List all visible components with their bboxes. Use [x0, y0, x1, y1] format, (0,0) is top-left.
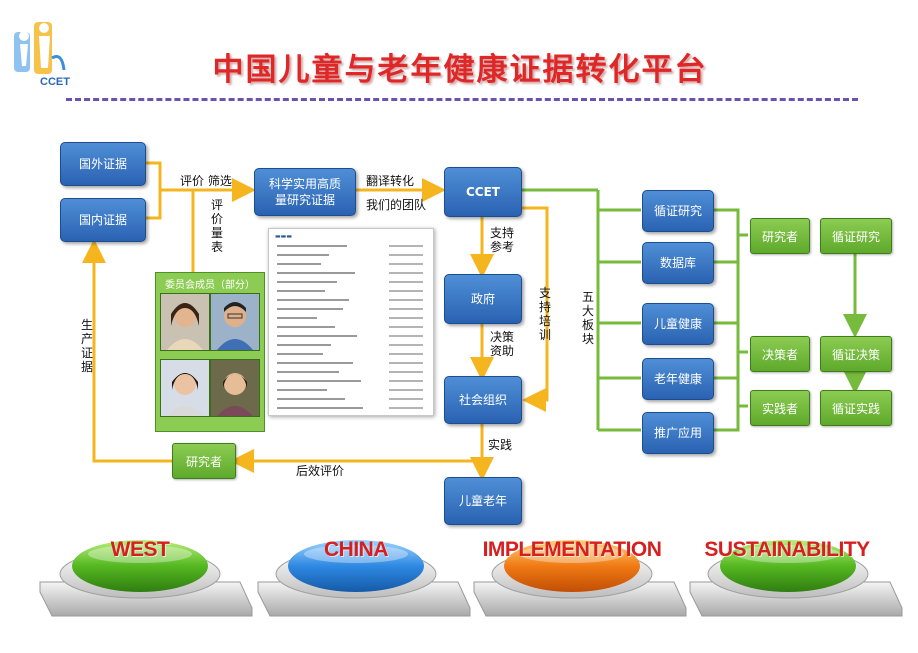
produce-evidence-label: 生产证据 [80, 318, 93, 374]
support-training-label: 支持培训 [538, 286, 551, 342]
social-organization-box: 社会组织 [444, 376, 522, 424]
document-row [277, 380, 423, 386]
ccet-box: CCET [444, 167, 522, 217]
sustainability-button-label: SUSTAINABILITY [704, 538, 870, 561]
implementation-button-label: IMPLEMENTATION [482, 538, 662, 561]
role-practitioner: 实践者 [750, 390, 810, 426]
document-row [277, 263, 423, 269]
west-button [39, 540, 253, 617]
translate-label: 翻译转化 [366, 174, 415, 188]
logo-text: CCET [40, 76, 70, 88]
government-box: 政府 [444, 274, 522, 324]
role-ebm-practice: 循证实践 [820, 390, 892, 426]
role-decision-maker: 决策者 [750, 336, 810, 372]
pillar-buttons-graphic [39, 540, 903, 617]
module-database: 数据库 [642, 242, 714, 284]
west-button-label: WEST [110, 538, 170, 561]
module-promotion: 推广应用 [642, 412, 714, 454]
document-row [277, 290, 423, 296]
module-elderly-health: 老年健康 [642, 358, 714, 400]
decision-fund-label: 决策资助 [489, 330, 514, 358]
committee-photo-2 [210, 293, 260, 351]
committee-panel: 委员会成员（部分） [155, 272, 265, 432]
five-modules-label: 五大板块 [581, 290, 594, 346]
committee-photo-1 [160, 293, 210, 351]
document-row [277, 335, 423, 341]
document-row [277, 299, 423, 305]
document-row [277, 317, 423, 323]
role-researcher: 研究者 [750, 218, 810, 254]
document-row [277, 398, 423, 404]
module-ebm-research: 循证研究 [642, 190, 714, 232]
practice-label: 实践 [488, 438, 513, 452]
role-ebm-research: 循证研究 [820, 218, 892, 254]
document-row [277, 362, 423, 368]
committee-photo-4 [210, 359, 260, 417]
module-child-health: 儿童健康 [642, 303, 714, 345]
china-button [257, 540, 471, 617]
committee-title: 委员会成员（部分） [165, 280, 255, 291]
page-title: 中国儿童与老年健康证据转化平台 [212, 52, 708, 88]
china-button-label: CHINA [324, 538, 389, 561]
children-elderly-box: 儿童老年 [444, 477, 522, 525]
followup-evaluation-label: 后效评价 [296, 464, 345, 478]
foreign-evidence-box: 国外证据 [60, 142, 146, 186]
evaluate-filter-label: 评价 筛选 [180, 174, 232, 188]
evaluation-form-label: 评价量表 [210, 198, 223, 254]
committee-photo-3 [160, 359, 210, 417]
document-header-icon: ▬▬▬ [275, 233, 293, 240]
ccet-logo-icon [14, 22, 66, 74]
document-row [277, 326, 423, 332]
document-row [277, 245, 423, 251]
implementation-button [473, 540, 687, 617]
document-row [277, 389, 423, 395]
role-ebm-decision: 循证决策 [820, 336, 892, 372]
team-label: 我们的团队 [366, 198, 427, 212]
support-reference-label: 支持参考 [489, 226, 514, 254]
document-row [277, 308, 423, 314]
document-row [277, 281, 423, 287]
domestic-evidence-box: 国内证据 [60, 198, 146, 242]
document-row [277, 254, 423, 260]
title-divider [66, 98, 858, 101]
evidence-document-thumbnail: ▬▬▬ [268, 228, 434, 416]
quality-research-line1: 科学实用高质 [268, 176, 341, 191]
quality-research-box: 科学实用高质量研究证据 [254, 168, 356, 216]
sustainability-button [689, 540, 903, 617]
researcher-box: 研究者 [172, 443, 236, 479]
document-row [277, 353, 423, 359]
quality-research-line2: 量研究证据 [274, 193, 335, 207]
document-row [277, 344, 423, 350]
document-row [277, 407, 423, 413]
document-row [277, 272, 423, 278]
document-row [277, 371, 423, 377]
